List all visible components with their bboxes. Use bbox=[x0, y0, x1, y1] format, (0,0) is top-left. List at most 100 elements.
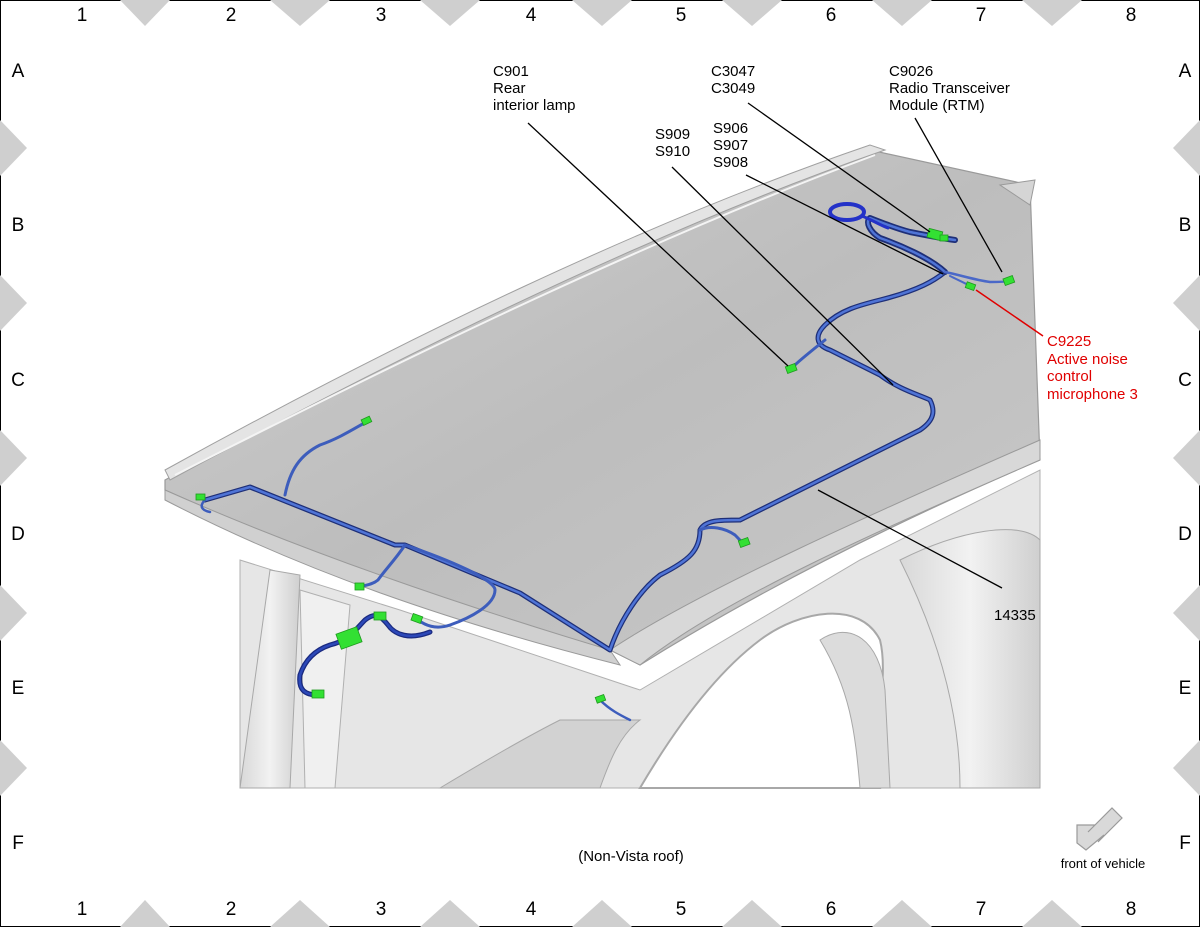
row-label-right: D bbox=[1178, 524, 1192, 545]
callout-s909: S909 S910 bbox=[655, 126, 690, 160]
grid-marker-bottom bbox=[420, 900, 480, 927]
col-label-bottom: 7 bbox=[976, 899, 987, 920]
callout-s906: S906 S907 S908 bbox=[713, 120, 748, 171]
door-opening-rear bbox=[438, 719, 642, 789]
grid-marker-right bbox=[1173, 740, 1200, 796]
grid-marker-left bbox=[0, 430, 27, 486]
row-label-right: F bbox=[1179, 833, 1191, 854]
harness-coil bbox=[828, 202, 866, 222]
grid-row-labels: A B C D E F A B C D E F bbox=[11, 61, 1192, 854]
callout-s906-line2: S907 bbox=[713, 137, 748, 154]
callout-c3047-line1: C3047 bbox=[711, 63, 755, 80]
connectors bbox=[195, 227, 1016, 704]
col-label-top: 4 bbox=[526, 5, 537, 26]
connector-front-left[interactable] bbox=[737, 536, 751, 548]
callout-c9026-line1: C9026 bbox=[889, 63, 933, 80]
front-direction-indicator: front of vehicle bbox=[1061, 807, 1145, 871]
col-label-bottom: 5 bbox=[676, 899, 687, 920]
leader-s909 bbox=[671, 166, 894, 386]
row-label-right: C bbox=[1178, 370, 1192, 391]
grid-marker-left bbox=[0, 120, 27, 176]
grid-marker-bottom bbox=[572, 900, 632, 927]
callout-c9225: C9225 Active noise control microphone 3 bbox=[1047, 333, 1138, 403]
connector-pillar-block[interactable] bbox=[335, 626, 363, 650]
roof-right-flange bbox=[998, 179, 1036, 206]
grid-marker-left bbox=[0, 585, 27, 641]
grid-marker-top bbox=[120, 0, 170, 26]
col-label-bottom: 6 bbox=[826, 899, 837, 920]
connector-c9225-microphone[interactable] bbox=[964, 281, 977, 292]
callout-c9026-line2: Radio Transceiver bbox=[889, 80, 1010, 97]
col-label-bottom: 1 bbox=[77, 899, 88, 920]
grid-marker-right bbox=[1173, 585, 1200, 641]
col-label-bottom: 8 bbox=[1126, 899, 1137, 920]
row-label-right: E bbox=[1179, 678, 1192, 699]
connector-pillar-top[interactable] bbox=[373, 611, 387, 621]
left-pillar bbox=[239, 569, 301, 789]
leader-c901 bbox=[527, 122, 789, 367]
connector-c3049[interactable] bbox=[939, 234, 949, 242]
callout-c901: C901 Rear interior lamp bbox=[493, 63, 576, 114]
grid-marker-right bbox=[1173, 275, 1200, 331]
grid-marker-bottom bbox=[270, 900, 330, 927]
callout-c901-line2: Rear bbox=[493, 80, 526, 97]
leader-14335 bbox=[817, 489, 1003, 589]
connector-c901[interactable] bbox=[784, 362, 798, 374]
connector-pillar-bottom[interactable] bbox=[311, 689, 325, 699]
row-label-left: A bbox=[12, 61, 25, 82]
callout-s906-line3: S908 bbox=[713, 154, 748, 171]
callout-c9026-line3: Module (RTM) bbox=[889, 97, 985, 114]
row-label-right: A bbox=[1179, 61, 1192, 82]
callout-s909-line1: S909 bbox=[655, 126, 690, 143]
col-label-top: 3 bbox=[376, 5, 387, 26]
harness-main-trunk bbox=[203, 270, 947, 652]
connector-rear-left-corner[interactable] bbox=[195, 493, 206, 501]
col-label-bottom: 2 bbox=[226, 899, 237, 920]
a-pillar-inner bbox=[819, 631, 891, 789]
callout-s909-line2: S910 bbox=[655, 143, 690, 160]
row-label-right: B bbox=[1179, 215, 1192, 236]
callout-c3047-line2: C3049 bbox=[711, 80, 755, 97]
grid-marker-top bbox=[872, 0, 932, 26]
col-label-bottom: 4 bbox=[526, 899, 537, 920]
callout-c9225-line3: control bbox=[1047, 368, 1092, 385]
connector-rear-loop[interactable] bbox=[354, 582, 365, 591]
harness-left-tail bbox=[200, 498, 212, 514]
connector-front-corner[interactable] bbox=[594, 693, 607, 704]
col-label-top: 5 bbox=[676, 5, 687, 26]
callout-c9225-line1: C9225 bbox=[1047, 333, 1091, 350]
grid-marker-bottom bbox=[120, 900, 170, 927]
callout-c9225-line4: microphone 3 bbox=[1047, 386, 1138, 403]
harness-branch-rear-lamp bbox=[283, 419, 370, 497]
harness-front-tail bbox=[598, 698, 632, 722]
grid-marker-bottom bbox=[1022, 900, 1082, 927]
grid-column-labels: 1 2 3 4 5 6 7 8 1 2 3 4 5 6 7 8 bbox=[77, 5, 1137, 920]
grid-marker-right bbox=[1173, 120, 1200, 176]
grid-marker-right bbox=[1173, 430, 1200, 486]
wiring-harness bbox=[200, 202, 1010, 722]
leader-c3047 bbox=[747, 102, 931, 233]
grid-marker-bottom bbox=[872, 900, 932, 927]
connector-c9026-rtm[interactable] bbox=[1002, 275, 1016, 287]
grid-marker-top bbox=[420, 0, 480, 26]
leader-c9026 bbox=[914, 117, 1003, 273]
leader-c9225 bbox=[975, 289, 1044, 337]
col-label-bottom: 3 bbox=[376, 899, 387, 920]
leader-s906 bbox=[745, 174, 944, 275]
grid-marker-top bbox=[1022, 0, 1082, 26]
callout-c9225-line2: Active noise bbox=[1047, 351, 1128, 368]
col-label-top: 7 bbox=[976, 5, 987, 26]
harness-coil-tail bbox=[860, 214, 890, 230]
harness-branch-loop bbox=[358, 543, 497, 629]
roof-front-edge bbox=[609, 439, 1041, 666]
connector-rear-center[interactable] bbox=[360, 415, 373, 426]
connector-rear-loop-right[interactable] bbox=[410, 612, 424, 624]
col-label-top: 1 bbox=[77, 5, 88, 26]
leader-lines bbox=[527, 102, 1003, 589]
roof-rail-line bbox=[174, 154, 876, 476]
col-label-top: 2 bbox=[226, 5, 237, 26]
grid-marker-left bbox=[0, 740, 27, 796]
row-label-left: B bbox=[12, 215, 25, 236]
